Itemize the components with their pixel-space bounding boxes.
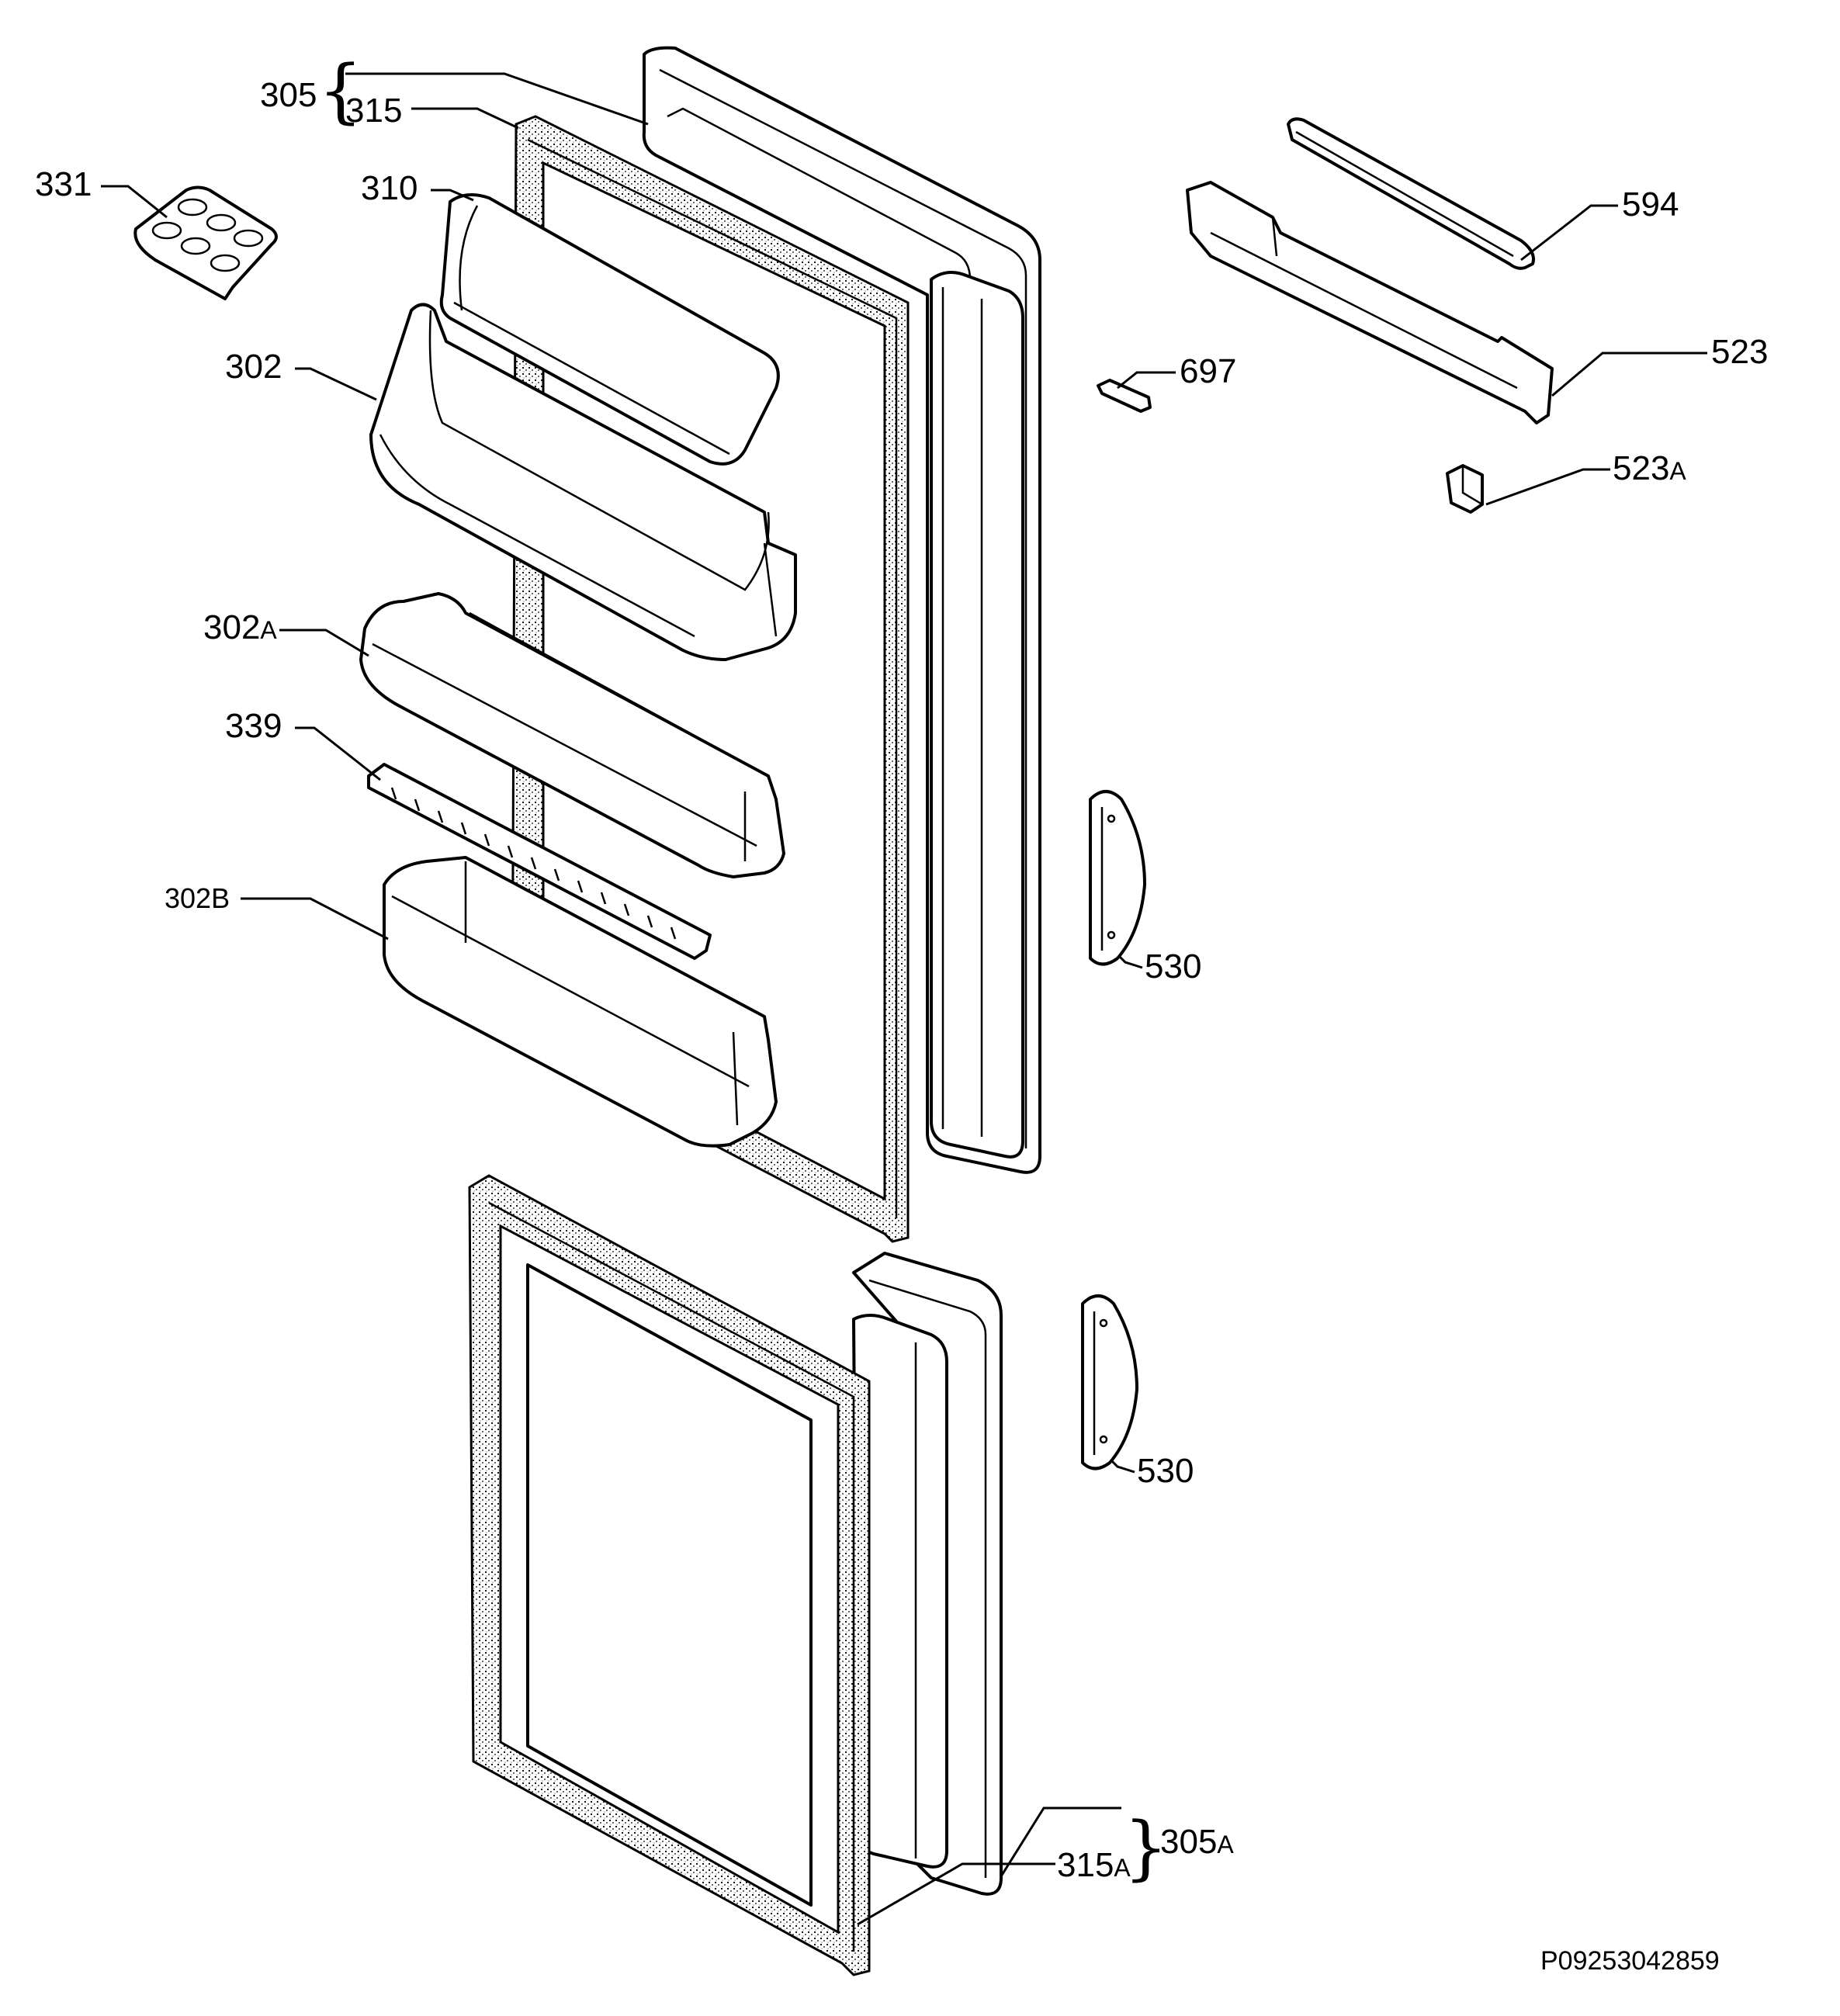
label-315a-suffix: A [1114, 1854, 1131, 1882]
leader-lines [101, 72, 1707, 1926]
brace-305: { [318, 50, 362, 132]
label-305a-suffix: A [1217, 1831, 1234, 1858]
label-305: 305 [260, 76, 317, 114]
label-530-lower: 530 [1137, 1452, 1194, 1490]
label-305a-number: 305 [1160, 1823, 1217, 1861]
label-523a-number: 523 [1613, 449, 1669, 487]
lower-door-305a [852, 1252, 1003, 1896]
label-305a: 305A [1160, 1823, 1234, 1861]
egg-tray-331 [133, 185, 278, 300]
door-bin-302a [359, 592, 785, 878]
label-310: 310 [361, 169, 418, 207]
brace-305a: } [1124, 1807, 1168, 1889]
label-530-upper: 530 [1145, 947, 1201, 985]
bottle-rack-339 [367, 763, 712, 960]
door-bin-302b [383, 856, 778, 1148]
small-part-697 [1097, 379, 1152, 413]
door-handle-530-upper [1089, 790, 1146, 966]
part-labels: 305 { 315 331 310 302 302A 339 302B 594 … [35, 50, 1768, 1976]
label-302a-suffix: A [260, 616, 277, 644]
top-hinge-cover-594 [1287, 117, 1535, 270]
dairy-compartment-lid-310 [439, 193, 780, 466]
label-697: 697 [1180, 352, 1236, 390]
label-331: 331 [35, 165, 92, 203]
label-523a: 523A [1613, 449, 1686, 487]
label-594: 594 [1622, 185, 1679, 223]
door-handle-530-lower [1081, 1294, 1138, 1470]
label-315a: 315A [1057, 1846, 1131, 1884]
label-523: 523 [1711, 333, 1768, 371]
label-302b: 302B [165, 882, 230, 914]
label-302: 302 [225, 348, 282, 386]
top-bracket-523 [1186, 181, 1554, 424]
label-315a-number: 315 [1057, 1846, 1114, 1884]
drawing-number: P09253042859 [1540, 1946, 1720, 1976]
label-339: 339 [225, 707, 282, 745]
label-523a-suffix: A [1669, 457, 1686, 485]
upper-door-305 [642, 46, 1041, 1174]
label-302a-number: 302 [203, 608, 260, 646]
lower-gasket-315a [468, 1174, 871, 1976]
label-315: 315 [345, 92, 402, 130]
label-302a: 302A [203, 608, 277, 646]
clip-523a [1446, 464, 1484, 514]
door-bin-302 [369, 303, 797, 661]
